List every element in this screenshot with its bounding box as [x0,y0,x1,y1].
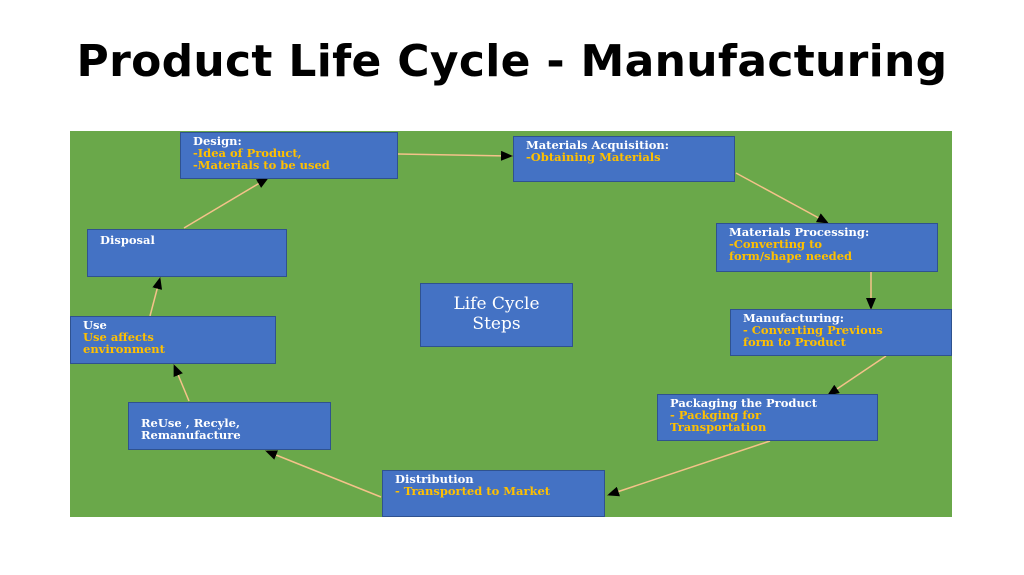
step-materials-acquisition: Materials Acquisition: -Obtaining Materi… [513,136,735,182]
step-design: Design: -Idea of Product, -Materials to … [180,132,398,179]
arrow-reuse-to-use [173,364,190,402]
center-label-box: Life Cycle Steps [420,283,573,347]
step-manufacturing: Manufacturing: - Converting Previous for… [730,309,952,356]
step-use: Use Use affects environment [70,316,276,364]
step-manufacturing-detail: - Converting Previous form to Product [743,323,883,349]
step-distribution-heading: Distribution [395,472,474,486]
step-materials-processing: Materials Processing: -Converting to for… [716,223,938,272]
arrow-manufacturing-to-packaging [827,355,887,396]
step-packaging-detail: - Packging for Transportation [670,408,767,434]
step-manufacturing-heading: Manufacturing: [743,311,845,325]
arrow-use-to-disposal [149,277,163,317]
step-disposal-heading: Disposal [100,233,155,247]
arrow-disposal-to-design [183,177,269,229]
life-cycle-diagram: Design: -Idea of Product, -Materials to … [70,131,952,517]
step-reuse: ReUse , Recyle, Remanufacture [128,402,331,450]
step-design-detail: -Idea of Product, -Materials to be used [193,146,330,172]
step-use-detail: Use affects environment [83,330,165,356]
step-reuse-heading: ReUse , Recyle, Remanufacture [141,416,241,442]
step-use-heading: Use [83,318,107,332]
connector-layer [149,150,887,498]
step-materials-processing-heading: Materials Processing: [729,225,870,239]
step-distribution: Distribution - Transported to Market [382,470,605,517]
arrow-distribution-to-reuse [265,450,382,498]
arrow-design-to-acquisition [397,150,513,161]
step-materials-processing-detail: -Converting to form/shape needed [729,237,853,263]
step-disposal: Disposal [87,229,287,277]
step-packaging: Packaging the Product - Packging for Tra… [657,394,878,441]
arrow-packaging-to-distribution [607,440,771,497]
arrow-acquisition-to-processing [735,172,829,224]
step-design-heading: Design: [193,134,242,148]
page-title: Product Life Cycle - Manufacturing [76,36,948,87]
step-materials-acquisition-heading: Materials Acquisition: [526,138,670,152]
step-packaging-heading: Packaging the Product [670,396,818,410]
step-materials-acquisition-detail: -Obtaining Materials [526,150,661,164]
step-distribution-detail: - Transported to Market [395,484,551,498]
